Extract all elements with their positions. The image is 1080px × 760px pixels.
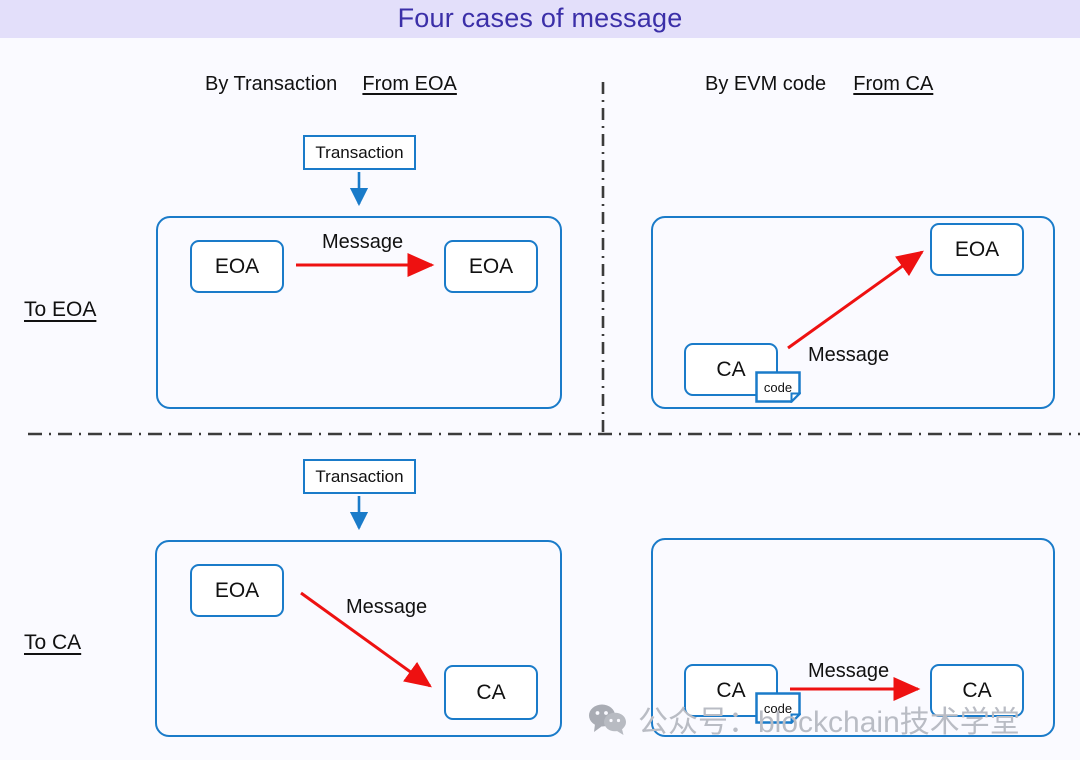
message-label-bottom-right: Message bbox=[808, 660, 890, 682]
node-ca-target-bottom-left: CA bbox=[444, 665, 538, 720]
node-label: CA bbox=[476, 680, 506, 704]
transaction-label: Transaction bbox=[315, 466, 404, 486]
transaction-box-bottom-left: Transaction bbox=[303, 459, 416, 494]
row-header-to-eoa: To EOA bbox=[24, 298, 97, 321]
row-header-to-ca: To CA bbox=[24, 631, 82, 654]
column-header-right-method: By EVM code bbox=[705, 73, 827, 95]
node-ca-target-bottom-right: CA bbox=[930, 664, 1024, 717]
message-label-bottom-left: Message bbox=[346, 596, 428, 618]
column-header-left: By Transaction From EOA bbox=[205, 73, 457, 96]
node-eoa-target-top-right: EOA bbox=[930, 223, 1024, 276]
transaction-box-top-left: Transaction bbox=[303, 135, 416, 170]
code-icon-top-right: code bbox=[755, 371, 802, 404]
quadrant-container-bottom-right bbox=[651, 538, 1055, 737]
column-header-left-source: From EOA bbox=[362, 73, 457, 95]
wechat-icon bbox=[589, 704, 626, 735]
column-header-left-method: By Transaction bbox=[205, 73, 338, 95]
page-title: Four cases of message bbox=[397, 3, 683, 33]
code-doc-icon-shape bbox=[755, 371, 802, 404]
node-eoa-target-top-left: EOA bbox=[444, 240, 538, 293]
node-label: EOA bbox=[954, 237, 1000, 261]
quadrant-container-top-left bbox=[156, 216, 562, 409]
message-label-top-right: Message bbox=[808, 344, 890, 366]
node-label: CA bbox=[716, 678, 746, 702]
node-label: CA bbox=[716, 357, 746, 381]
quadrant-container-bottom-left bbox=[155, 540, 562, 737]
quadrant-container-top-right bbox=[651, 216, 1055, 409]
code-icon-bottom-right: code bbox=[755, 692, 802, 725]
node-eoa-source-bottom-left: EOA bbox=[190, 564, 284, 617]
node-label: EOA bbox=[468, 254, 514, 278]
message-label-top-left: Message bbox=[322, 231, 404, 253]
code-doc-icon-shape bbox=[755, 692, 802, 725]
column-header-right: By EVM code From CA bbox=[705, 73, 933, 96]
node-label: EOA bbox=[214, 578, 260, 602]
transaction-label: Transaction bbox=[315, 142, 404, 162]
title-banner bbox=[0, 0, 1080, 38]
column-header-right-source: From CA bbox=[853, 73, 934, 95]
node-label: EOA bbox=[214, 254, 260, 278]
node-label: CA bbox=[962, 678, 992, 702]
node-eoa-source-top-left: EOA bbox=[190, 240, 284, 293]
